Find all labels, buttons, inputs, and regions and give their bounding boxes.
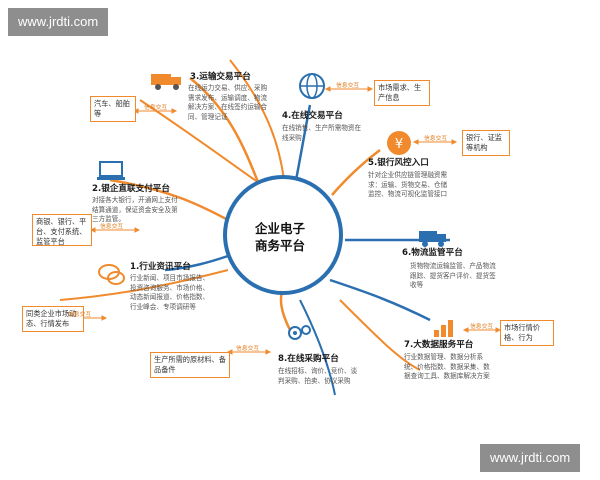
node-2-desc: 对接各大银行，开通网上支付结算通道，保证资金安全及第三方监管。 <box>92 196 178 223</box>
laptop-icon <box>96 160 126 182</box>
node-2-title: 2.银企直联支付平台 <box>92 184 170 194</box>
hub-title: 企业电子 商务平台 <box>238 220 322 254</box>
node-5-desc: 针对企业供应链管理融资需求：运输、货物交易、仓储监控、物流可视化监管接口 <box>368 171 448 198</box>
delivery-truck-icon <box>418 228 448 248</box>
node-3-desc: 在线运力交易、供应、采购需求发布、运输调度、物流解决方案、在线签约运输合同、管理… <box>188 84 268 121</box>
node-6-title: 6.物流监管平台 <box>402 248 463 258</box>
hub-line1: 企业电子 <box>254 221 305 236</box>
node-7-desc: 行业数据管理、数据分析系统、价格指数、数据采集、数据查询工具、数据库解决方案 <box>404 353 490 380</box>
node-7-box: 市场行情价格、行为 <box>500 320 554 346</box>
svg-text:¥: ¥ <box>395 137 403 152</box>
node-2-box: 商银、银行、平台、支付系统、监管平台 <box>32 214 92 246</box>
bar-chart-icon <box>432 318 458 338</box>
globe-icon <box>298 72 326 100</box>
node-1-box: 同类企业市场动态、行情发布 <box>22 306 84 332</box>
node-5-box: 银行、证监等机构 <box>462 130 510 156</box>
node-4-title: 4.在线交易平台 <box>282 111 343 121</box>
node-8-box: 生产所需的原材料、备品备件 <box>150 352 230 378</box>
gears-icon <box>286 322 314 344</box>
spoke-n3 <box>189 77 260 183</box>
node-6-desc: 货物物流运输监管、产品物流跟踪、提货客户评价、提货签收等 <box>410 262 496 289</box>
node-1-title: 1.行业资讯平台 <box>130 262 191 272</box>
watermark-bottom: www.jrdti.com <box>480 444 581 472</box>
node-4-box: 市场需求、生产信息 <box>374 80 430 106</box>
node-2-tag: 信息交互 <box>100 224 124 230</box>
node-8-title: 8.在线采购平台 <box>278 354 339 364</box>
node-1-desc: 行业新闻、项目市场报告、投资咨询服务、市场价格、动态新闻报道、价格指数、行业峰会… <box>130 274 210 311</box>
yen-coin-icon: ¥ <box>386 130 412 156</box>
node-8-tag: 信息交互 <box>236 346 260 352</box>
node-8-desc: 在线招标、询价、竞价、谈判采购、拍卖、协议采购 <box>278 367 358 385</box>
chat-bubbles-icon <box>98 262 126 288</box>
hub-circle <box>223 175 343 295</box>
spoke-n2 <box>109 178 229 222</box>
node-7-title: 7.大数据服务平台 <box>404 340 474 350</box>
spoke-n4 <box>294 104 312 181</box>
node-3-box: 汽车、船舶等 <box>90 96 136 122</box>
spoke-n7 <box>329 278 431 322</box>
node-3-title: 3.运输交易平台 <box>190 72 251 82</box>
node-1-tag: 信息交互 <box>68 312 92 318</box>
node-4-tag: 信息交互 <box>336 83 360 89</box>
node-4-desc: 在线销售、生产所需物资在线采购 <box>282 124 362 142</box>
truck-icon <box>150 70 184 90</box>
node-3-tag: 信息交互 <box>144 105 168 111</box>
node-5-title: 5.银行风控入口 <box>368 158 429 168</box>
hub-line2: 商务平台 <box>254 238 305 253</box>
spoke-n5 <box>331 149 381 196</box>
spoke-n1 <box>164 254 229 272</box>
node-5-tag: 信息交互 <box>424 136 448 142</box>
node-7-tag: 信息交互 <box>470 324 494 330</box>
watermark-top: www.jrdti.com <box>8 8 109 36</box>
